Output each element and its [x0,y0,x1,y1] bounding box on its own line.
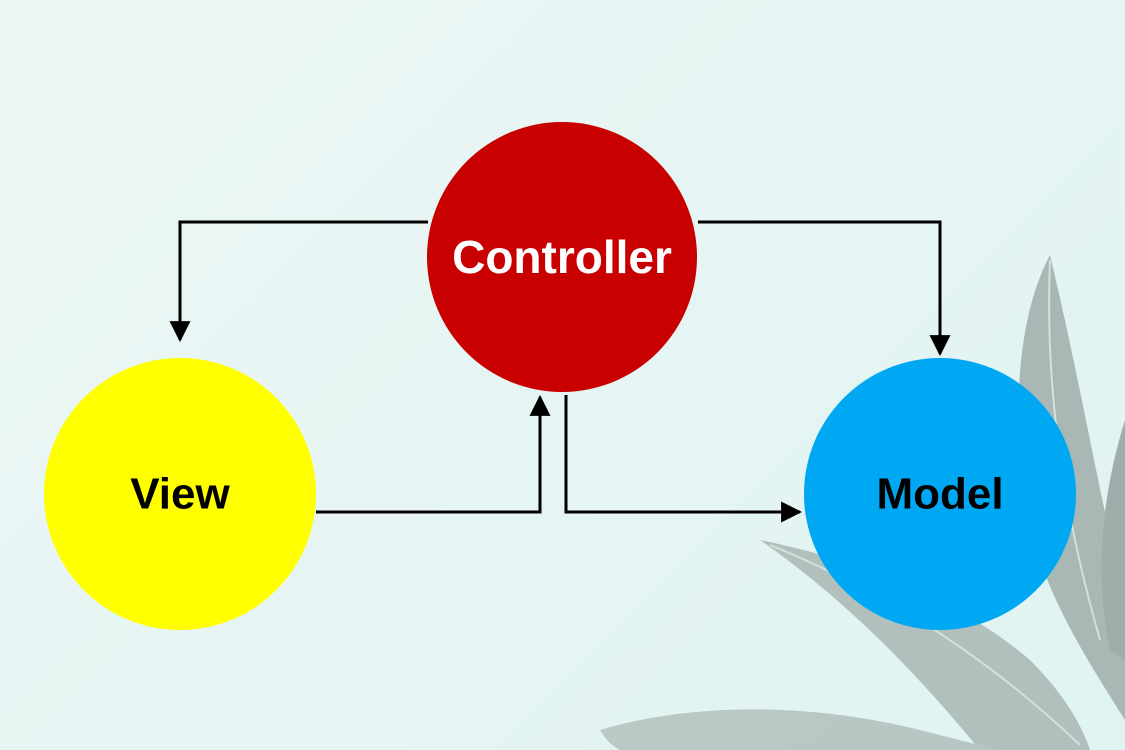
leaf-shape [1101,420,1125,660]
leaf-shape [600,709,1000,750]
edge-view-to-controller [316,394,551,514]
leaf-shape [760,540,1090,750]
controller-label: Controller [452,231,672,283]
model-circle [804,358,1076,630]
node-controller: Controller [427,122,697,392]
view-label: View [130,470,230,519]
edge-controller-to-model-top [698,220,951,357]
controller-circle [427,122,697,392]
edges [169,220,951,523]
node-view: View [44,358,316,630]
node-model: Model [804,358,1076,630]
view-circle [44,358,316,630]
model-label: Model [876,470,1003,519]
edge-controller-to-model-bottom [564,395,803,523]
edge-controller-to-view [169,220,428,343]
